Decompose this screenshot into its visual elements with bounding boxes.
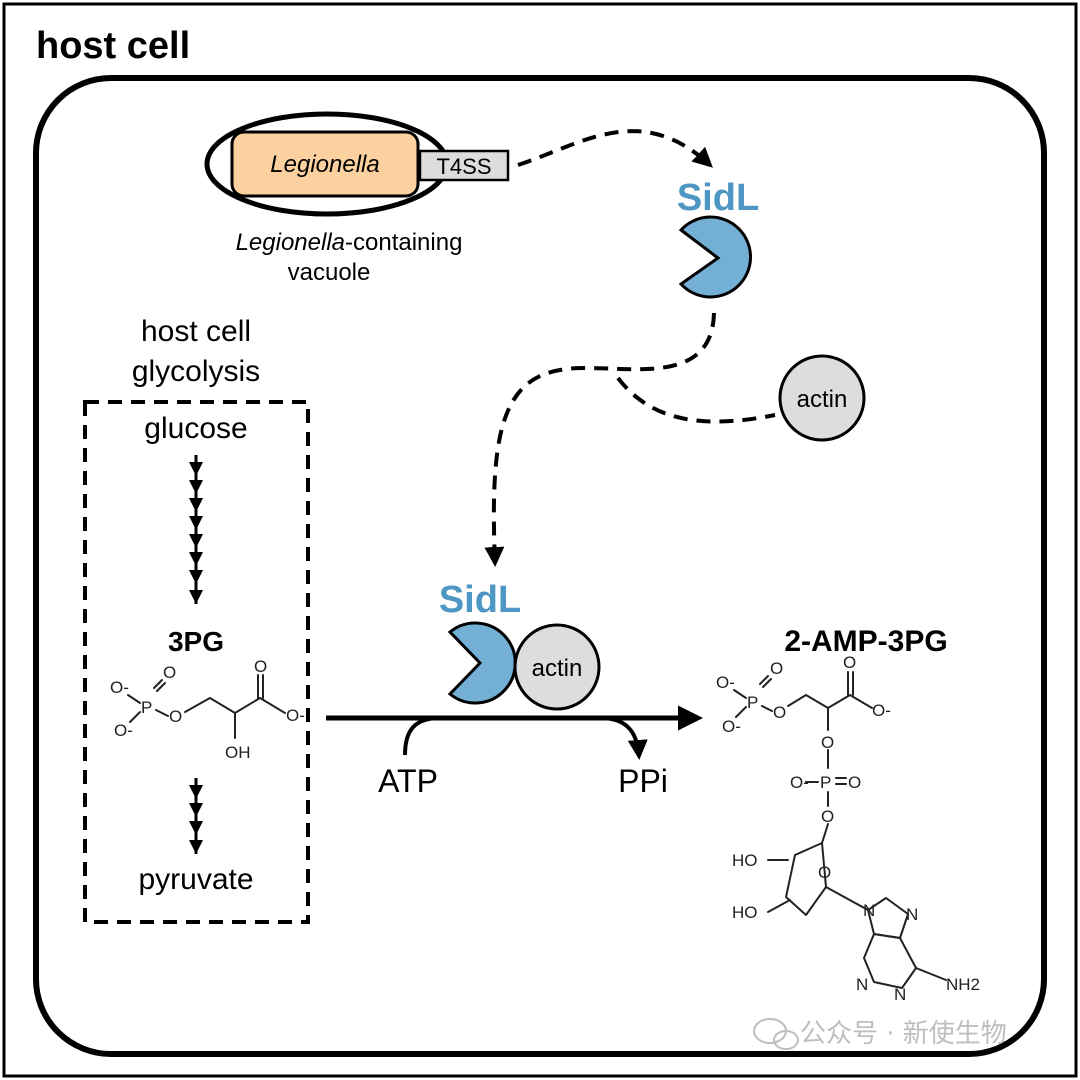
prod-o-minus-1: O-	[716, 673, 735, 692]
glycolysis-steps-upper	[189, 455, 203, 604]
atp-label: ATP	[378, 763, 438, 799]
prod-ho1: HO	[732, 851, 758, 870]
vacuole-caption: Legionella-containing	[236, 229, 463, 256]
binding-arrow	[484, 312, 716, 567]
2-amp-3pg-structure: O- O P O- O O O- O O- P O O HO HO O N N …	[716, 653, 980, 1004]
atp-input-curve	[403, 716, 441, 756]
glucose-label: glucose	[144, 412, 247, 445]
watermark-text: 公众号 · 新使生物	[800, 1019, 1007, 1049]
prod-n1: N	[894, 985, 906, 1004]
prod-p2: P	[820, 773, 831, 792]
wechat-icon-bubble	[773, 1030, 799, 1050]
product-label: 2-AMP-3PG	[784, 625, 947, 658]
sidl-pacman-bottom	[447, 621, 517, 705]
3pg-o-minus-2: O-	[114, 721, 133, 740]
prod-o-minus-2: O-	[722, 717, 741, 736]
glycolysis-steps-lower	[189, 778, 203, 854]
prod-o-minus-3: O-	[872, 701, 891, 720]
actin-free	[778, 354, 866, 442]
sidl-label-bottom: SidL	[439, 579, 521, 621]
prod-nh2: NH2	[946, 975, 980, 994]
actin-free-label: actin	[797, 386, 848, 413]
page-title: host cell	[36, 25, 190, 67]
prod-o1: O	[770, 659, 783, 678]
prod-o3: O	[843, 653, 856, 672]
3pg-o-minus-1: O-	[110, 678, 129, 697]
3pg-structure: O- O P O- O O O- OH	[110, 657, 305, 762]
actin-path	[616, 376, 776, 424]
t4ss-box	[418, 149, 510, 182]
prod-o2: O	[773, 703, 786, 722]
prod-ring-o: O	[818, 863, 831, 882]
3pg-o1: O	[163, 663, 176, 682]
legionella-label: Legionella	[270, 151, 379, 178]
sidl-label-top: SidL	[677, 177, 759, 219]
ppi-label: PPi	[618, 763, 668, 799]
legionella-bacterium	[230, 130, 420, 198]
actin-bound-label: actin	[532, 655, 583, 682]
cell-membrane	[33, 75, 1047, 1057]
3pg-o3: O	[254, 657, 267, 676]
secretion-arrow	[517, 129, 713, 168]
glycolysis-title-line2: glycolysis	[132, 355, 260, 388]
3pg-oh: OH	[225, 743, 251, 762]
sidl-pacman-top	[678, 215, 752, 299]
3pg-o2: O	[169, 707, 182, 726]
watermark: 公众号 · 新使生物	[753, 1018, 1007, 1050]
glycolysis-title-line1: host cell	[141, 315, 251, 348]
prod-ho2: HO	[732, 903, 758, 922]
3pg-p: P	[141, 698, 152, 717]
pyruvate-label: pyruvate	[138, 863, 253, 896]
3pg-label: 3PG	[168, 626, 224, 657]
prod-n9: N	[863, 901, 875, 920]
actin-bound	[513, 623, 601, 711]
prod-o5: O	[848, 773, 861, 792]
t4ss-label: T4SS	[436, 154, 491, 179]
legionella-vacuole: Legionella T4SS Legionella-containing va…	[204, 111, 510, 286]
3pg-o-minus-3: O-	[286, 706, 305, 725]
prod-p1: P	[747, 693, 758, 712]
glycolysis-box	[83, 400, 310, 924]
vacuole-caption-line2: vacuole	[288, 259, 371, 286]
prod-o4: O	[821, 733, 834, 752]
prod-n7: N	[906, 905, 918, 924]
ppi-output-curve	[599, 716, 648, 760]
prod-o-minus-4: O-	[790, 773, 809, 792]
prod-n3: N	[856, 975, 868, 994]
prod-o6: O	[821, 807, 834, 826]
